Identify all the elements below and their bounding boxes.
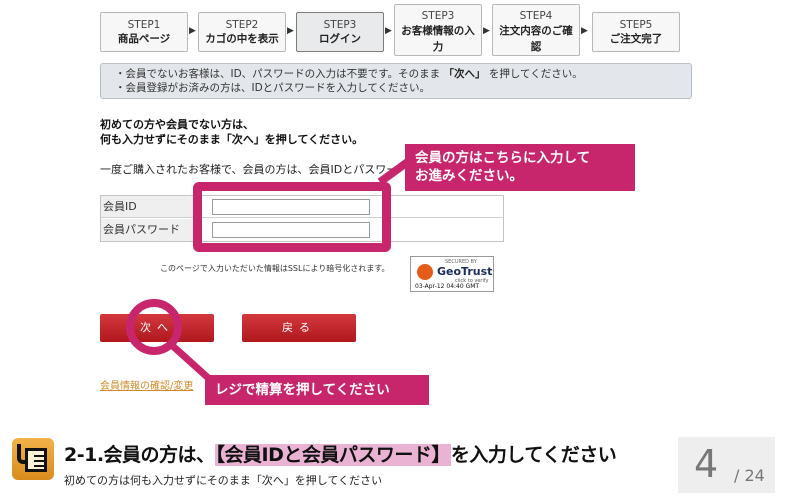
geotrust-seal[interactable]: SECURED BY GeoTrust click to verify 03-A… <box>410 256 494 292</box>
checklist-icon <box>12 438 54 480</box>
step-product-page: STEP1 商品ページ <box>100 12 188 52</box>
ssl-notice: このページで入力いただいた情報はSSLにより暗号化されます。 <box>160 264 390 273</box>
member-id-row: 会員ID <box>101 196 503 218</box>
member-id-label: 会員ID <box>101 196 198 217</box>
member-password-label: 会員パスワード <box>101 219 198 241</box>
geotrust-logo-icon <box>417 264 433 280</box>
geotrust-secured-text: SECURED BY <box>445 259 477 265</box>
callout-press-checkout: レジで精算を押してください <box>205 375 429 405</box>
geotrust-brand: GeoTrust <box>437 265 493 278</box>
page-indicator <box>678 437 775 493</box>
page-number: 4 <box>694 442 719 486</box>
step-order-confirm: STEP4 注文内容のご確 認 <box>492 4 580 56</box>
step-arrow-icon: ▶ <box>385 26 392 36</box>
info-line-2: ・会員登録がお済みの方は、IDとパスワードを入力してください。 <box>115 82 431 94</box>
step-order-complete: STEP5 ご注文完了 <box>592 12 680 52</box>
member-password-input[interactable] <box>212 222 370 238</box>
geotrust-date: 03-Apr-12 04:40 GMT <box>415 283 480 290</box>
member-password-row: 会員パスワード <box>101 219 503 241</box>
step-arrow-icon: ▶ <box>581 26 588 36</box>
slide-subtitle: 初めての方は何も入力せずにそのまま「次へ」を押してください <box>64 474 383 487</box>
geotrust-click-text: click to verify <box>455 278 489 284</box>
step-cart: STEP2 カゴの中を表示 <box>198 12 286 52</box>
step-login: STEP3 ログイン <box>296 12 384 52</box>
login-info-box: ・会員でないお客様は、ID、パスワードの入力は不要です。そのまま 「次へ」 を押… <box>100 63 692 99</box>
info-line-1: ・会員でないお客様は、ID、パスワードの入力は不要です。そのまま 「次へ」 を押… <box>115 68 583 80</box>
next-highlight-circle <box>126 299 182 355</box>
login-form: 会員ID 会員パスワード <box>100 195 504 242</box>
member-info-link[interactable]: 会員情報の確認/変更 <box>100 381 194 392</box>
slide-title: 2-1.会員の方は、【会員IDと会員パスワード】を入力してください <box>64 444 617 466</box>
login-highlight-box <box>193 182 391 252</box>
step-arrow-icon: ▶ <box>483 26 490 36</box>
member-id-input[interactable] <box>212 199 370 215</box>
intro-guest: 初めての方や会員でない方は、 何も入力せずにそのまま「次へ」を押してください。 <box>100 118 364 146</box>
back-button[interactable]: 戻る <box>242 314 356 342</box>
intro-member: 一度ご購入されたお客様で、会員の方は、会員IDとパスワー <box>100 163 398 176</box>
step-arrow-icon: ▶ <box>287 26 294 36</box>
page-total: / 24 <box>734 466 765 485</box>
callout-enter-credentials: 会員の方はこちらに入力して お進みください。 <box>405 144 635 191</box>
step-customer-info: STEP3 お客様情報の入 力 <box>394 4 482 56</box>
checkout-steps: STEP1 商品ページ ▶ STEP2 カゴの中を表示 ▶ STEP3 ログイン… <box>100 4 690 56</box>
step-arrow-icon: ▶ <box>189 26 196 36</box>
